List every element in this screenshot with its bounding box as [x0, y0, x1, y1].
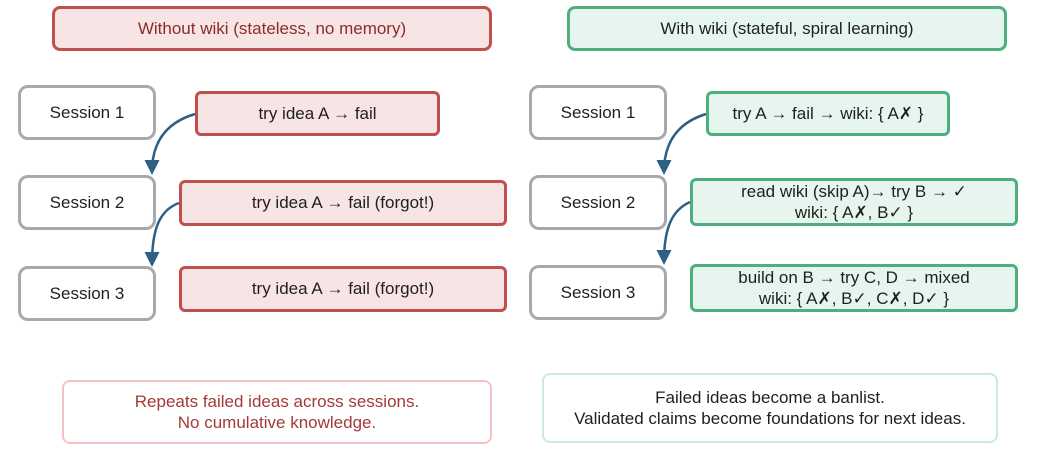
- left-summary-line-2: No cumulative knowledge.: [177, 413, 377, 432]
- left-action-2-label: try idea A → fail (forgot!): [251, 193, 435, 213]
- right-summary: Failed ideas become a banlist. Validated…: [542, 373, 998, 443]
- right-session-2-label: Session 2: [560, 192, 636, 212]
- right-action-2: read wiki (skip A)→ try B → ✓ wiki: { A✗…: [690, 178, 1018, 226]
- right-action-1: try A → fail → wiki: { A✗ }: [706, 91, 950, 136]
- right-summary-line-2: Validated claims become foundations for …: [574, 409, 966, 428]
- left-action-3: try idea A → fail (forgot!): [179, 266, 507, 312]
- right-action-3-line-1: build on B → try C, D → mixed: [738, 267, 970, 287]
- left-summary: Repeats failed ideas across sessions. No…: [62, 380, 492, 444]
- left-action-1-label: try idea A → fail: [258, 103, 377, 123]
- right-header: With wiki (stateful, spiral learning): [567, 6, 1007, 51]
- left-action-1: try idea A → fail: [195, 91, 440, 136]
- left-summary-line-1: Repeats failed ideas across sessions.: [134, 391, 420, 411]
- right-header-label: With wiki (stateful, spiral learning): [660, 18, 914, 38]
- left-session-3-label: Session 3: [49, 283, 125, 303]
- left-session-2: Session 2: [18, 175, 156, 230]
- left-session-2-label: Session 2: [49, 192, 125, 212]
- right-arrow-2-to-3: [656, 200, 691, 265]
- left-header: Without wiki (stateless, no memory): [52, 6, 492, 51]
- right-arrow-1-to-2: [656, 112, 707, 175]
- left-arrow-2-to-3: [144, 201, 180, 267]
- right-session-2: Session 2: [529, 175, 667, 230]
- right-summary-line-1: Failed ideas become a banlist.: [655, 387, 885, 407]
- left-session-1: Session 1: [18, 85, 156, 140]
- right-action-2-line-1: read wiki (skip A)→ try B → ✓: [741, 181, 967, 201]
- left-arrow-1-to-2: [144, 112, 196, 175]
- right-session-1: Session 1: [529, 85, 667, 140]
- right-action-1-label: try A → fail → wiki: { A✗ }: [732, 103, 924, 123]
- right-session-1-label: Session 1: [560, 102, 636, 122]
- left-session-1-label: Session 1: [49, 102, 125, 122]
- left-session-3: Session 3: [18, 266, 156, 321]
- left-action-3-label: try idea A → fail (forgot!): [251, 279, 435, 299]
- right-action-2-line-2: wiki: { A✗, B✓ }: [794, 203, 914, 222]
- left-header-label: Without wiki (stateless, no memory): [137, 18, 407, 38]
- right-action-3: build on B → try C, D → mixed wiki: { A✗…: [690, 264, 1018, 312]
- right-session-3: Session 3: [529, 265, 667, 320]
- right-action-3-line-2: wiki: { A✗, B✓, C✗, D✓ }: [758, 289, 950, 308]
- right-session-3-label: Session 3: [560, 282, 636, 302]
- left-action-2: try idea A → fail (forgot!): [179, 180, 507, 226]
